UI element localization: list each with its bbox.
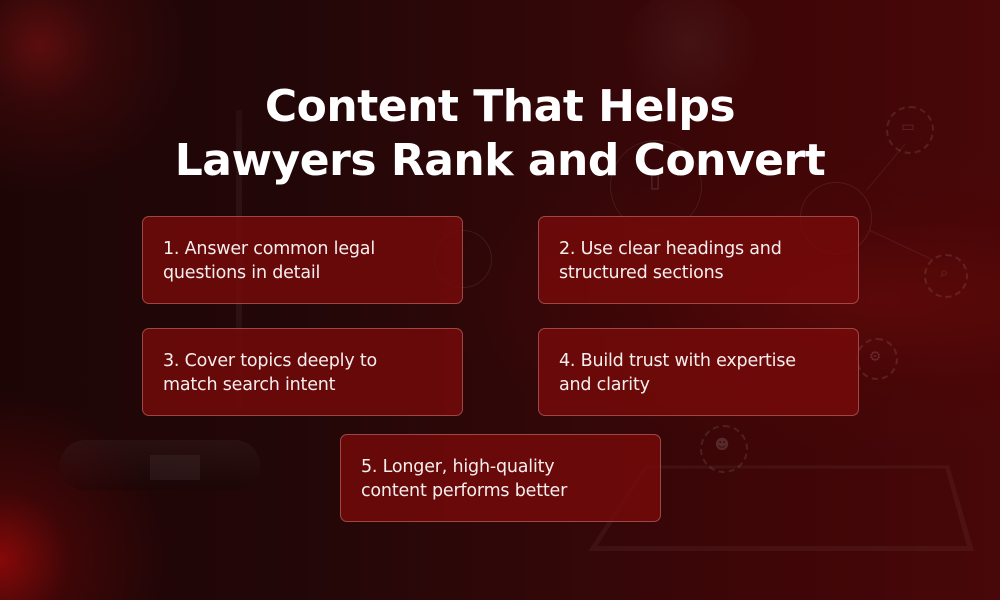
tip-card-text-line-1: 2. Use clear headings and	[559, 239, 782, 259]
page-title: Content That Helps Lawyers Rank and Conv…	[0, 80, 1000, 188]
gavel-band-shape	[150, 455, 200, 480]
tip-card-1: 1. Answer common legal questions in deta…	[142, 216, 463, 304]
tip-card-4: 4. Build trust with expertise and clarit…	[538, 328, 859, 416]
tip-card-5: 5. Longer, high-quality content performs…	[340, 434, 661, 522]
tip-card-text-line-2: and clarity	[559, 375, 650, 395]
tip-card-text-line-2: questions in detail	[163, 263, 321, 283]
tip-card-text-line-1: 5. Longer, high-quality	[361, 457, 555, 477]
team-icon-ring	[700, 425, 748, 473]
monitor-checklist-icon: ▭	[901, 119, 915, 135]
magnifier-chart-icon: ⌕	[940, 265, 948, 281]
tip-card-text-line-2: content performs better	[361, 481, 568, 501]
tip-card-text-line-1: 1. Answer common legal	[163, 239, 375, 259]
tip-card-text-line-2: match search intent	[163, 375, 336, 395]
tip-card-3: 3. Cover topics deeply to match search i…	[142, 328, 463, 416]
tip-card-text-line-2: structured sections	[559, 263, 724, 283]
gears-icon: ⚙	[868, 349, 882, 365]
connector-line	[869, 230, 934, 261]
document-icon: ▯	[649, 168, 661, 192]
magnifier-chart-icon-ring	[924, 254, 968, 298]
title-line-1: Content That Helps	[264, 81, 736, 132]
tip-card-text-line-1: 4. Build trust with expertise	[559, 351, 796, 371]
monitor-checklist-icon-ring	[886, 106, 934, 154]
title-line-2: Lawyers Rank and Convert	[174, 135, 826, 186]
gavel-shape	[60, 440, 260, 490]
tip-card-2: 2. Use clear headings and structured sec…	[538, 216, 859, 304]
tip-card-text-line-1: 3. Cover topics deeply to	[163, 351, 378, 371]
team-icon: ☻	[714, 437, 730, 453]
